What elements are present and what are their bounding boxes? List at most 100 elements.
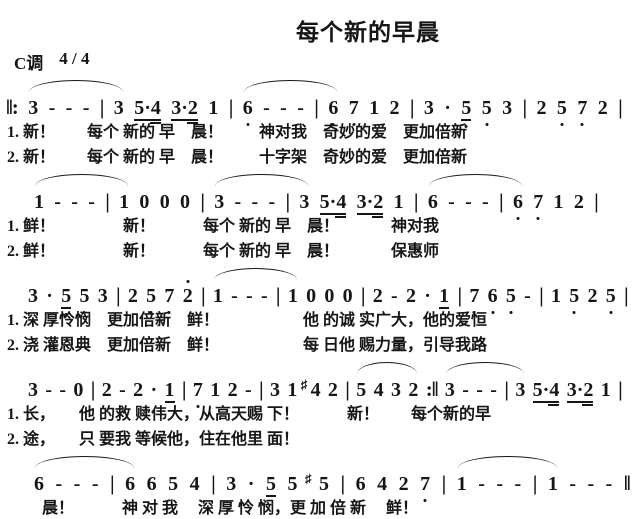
duration-dash: - — [268, 191, 276, 213]
low-octave-dot — [572, 311, 576, 314]
note: 5 — [356, 379, 367, 401]
note: 4 — [377, 473, 388, 495]
note: 2 — [408, 379, 419, 401]
barline: | — [181, 377, 187, 401]
barline: | — [211, 471, 216, 495]
slur-arc — [215, 174, 308, 186]
note: 6 — [428, 192, 438, 220]
slur-arc — [35, 456, 134, 468]
barline: | — [345, 377, 350, 401]
barline: | — [285, 189, 290, 213]
low-octave-dot — [560, 123, 564, 126]
repeat-sign: :‖ — [425, 377, 439, 401]
note: 2 — [327, 379, 338, 401]
note: 2 — [573, 191, 584, 213]
barline: | — [504, 377, 509, 401]
note: 5 — [482, 98, 492, 126]
barline: | — [413, 189, 419, 213]
note: 2 — [398, 473, 409, 495]
low-octave-dot — [509, 311, 513, 314]
note: 5·4 — [319, 192, 347, 218]
note: 2 — [372, 285, 383, 307]
duration-dash: - — [297, 97, 304, 119]
slur-arc — [35, 174, 128, 186]
low-octave-dot — [246, 123, 250, 126]
note: 0 — [180, 191, 191, 213]
low-octave-dot — [464, 125, 468, 128]
duration-dash: - — [45, 379, 53, 401]
song-title: 每个新的早晨 — [296, 20, 440, 45]
barline: | — [275, 283, 281, 307]
slur-arc — [429, 174, 522, 186]
barline: | — [522, 95, 528, 119]
lyric-line: 2. 浇 灌恩典 更加倍新 鲜！ 每 日他 赐力量，引导我路 — [7, 337, 488, 354]
slur-arc — [446, 362, 524, 374]
duration-dash: - — [280, 97, 287, 119]
note: 3 — [502, 97, 513, 119]
duration-dash: - — [231, 285, 238, 307]
note: 3 — [423, 97, 434, 119]
note: 7 — [533, 192, 543, 220]
barline: | — [200, 283, 206, 307]
note: 1 — [119, 191, 130, 213]
note: 7 — [349, 98, 359, 126]
note: 1 — [287, 379, 298, 401]
note: 3 — [390, 379, 401, 401]
note: 5 — [265, 473, 276, 497]
lyric-line: 晨！ 神 对 我 深 厚 怜 悯，更 加 倍 新 鲜！ — [42, 500, 419, 517]
note: 6 — [243, 98, 253, 126]
note: 3 — [28, 379, 38, 401]
lyric-line: 1. 新！ 每个 新的 早 晨！ 神对我 奇妙的爱 更加倍新 — [7, 124, 468, 141]
low-octave-dot — [64, 313, 68, 316]
duration-dash: - — [48, 97, 56, 119]
note: 1 — [393, 191, 404, 213]
barline: | — [200, 189, 205, 213]
duration-dash: - — [465, 191, 472, 213]
barline: | — [116, 283, 121, 307]
note: 5 — [61, 286, 72, 316]
note: 3 — [113, 97, 124, 119]
note: 1 — [34, 191, 44, 213]
note: 1 — [369, 97, 380, 119]
barline: | — [409, 95, 415, 119]
note: 7 — [469, 286, 479, 314]
note: 7 — [420, 474, 430, 502]
note: 1 — [600, 379, 611, 401]
note: 1 — [164, 379, 175, 403]
duration-dash: - — [251, 191, 259, 213]
repeat-sign: ‖: — [6, 95, 19, 119]
slur-arc — [214, 268, 297, 280]
duration-dash: - — [524, 285, 531, 307]
note: 0 — [342, 285, 353, 307]
note: 6 — [125, 473, 136, 495]
barline: | — [99, 95, 105, 119]
low-octave-dot — [516, 217, 520, 220]
note: 2 — [127, 285, 138, 307]
time-signature: 4 / 4 — [59, 49, 90, 68]
note: 5 — [461, 98, 472, 128]
note: 3·2 — [566, 380, 594, 406]
note: 3 — [269, 379, 280, 401]
key-signature: C调 — [14, 54, 44, 73]
slur-arc — [29, 80, 123, 92]
note: 3 — [97, 285, 108, 307]
duration-dash: - — [55, 473, 63, 495]
augmentation-dot: · — [247, 473, 255, 495]
duration-dash: - — [54, 191, 61, 213]
note: 3·2 — [356, 192, 384, 218]
note: 2 — [101, 379, 112, 401]
slur-arc — [458, 456, 557, 468]
barline: | — [340, 471, 345, 495]
note: 1 — [439, 285, 450, 309]
note: 3·2 — [171, 98, 198, 124]
note: 5 — [287, 473, 298, 495]
